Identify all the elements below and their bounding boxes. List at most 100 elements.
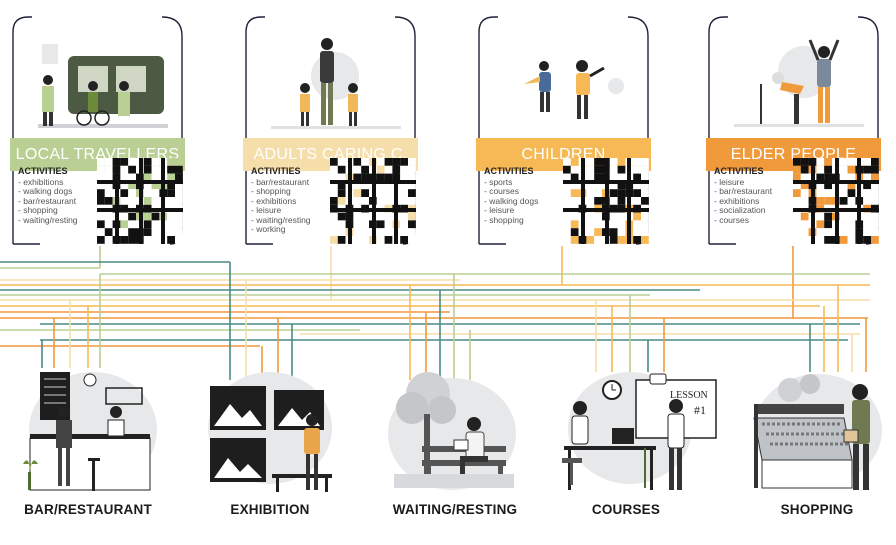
map-cell [376, 158, 385, 166]
map-cell [151, 173, 160, 182]
map-cell [793, 158, 801, 166]
child-leg [584, 95, 588, 119]
map-cell [361, 212, 369, 221]
map-cell [617, 181, 626, 190]
map-cell [175, 173, 183, 182]
map-cell [633, 236, 641, 244]
activity-item: bar/restaurant [18, 196, 78, 206]
map-cell [104, 165, 113, 174]
activities-list: bar/restaurant shopping exhibitions leis… [251, 177, 311, 234]
map-cell [793, 197, 801, 205]
map-cell [641, 220, 649, 229]
group-card-local-travellers: LOCAL TRAVELLERS ACTIVITIES exhibitions … [10, 14, 185, 246]
map-cell [408, 165, 416, 174]
map-cell [97, 212, 105, 221]
street-map-pattern [330, 158, 416, 244]
map-cell [633, 228, 641, 236]
map-cell [120, 236, 129, 244]
map-street [857, 158, 861, 244]
map-cell [376, 236, 385, 244]
activity-item: exhibitions [18, 177, 78, 187]
activity-item: courses [714, 215, 772, 225]
map-cell [863, 165, 871, 174]
map-cell [800, 197, 809, 205]
map-cell [617, 228, 626, 236]
child-leg [306, 112, 309, 126]
map-cell [376, 220, 385, 229]
map-cell [408, 220, 416, 229]
map-cell [330, 228, 338, 236]
map-cell [563, 181, 571, 190]
group-card-adults-caring: ADULTS CARING C. ACTIVITIES bar/restaura… [243, 14, 418, 246]
map-street [563, 208, 649, 212]
map-cell [800, 173, 809, 182]
map-cell [633, 181, 641, 190]
parent-leg [321, 83, 326, 125]
map-cell [175, 212, 183, 221]
map-cell [376, 212, 385, 221]
map-cell [384, 212, 393, 221]
map-cell [586, 228, 595, 236]
lesson-board-title: LESSON [670, 390, 708, 401]
elder-arm [828, 39, 840, 61]
parent-head [321, 38, 333, 50]
map-cell [337, 158, 346, 166]
map-cell [400, 189, 408, 197]
map-cell [594, 212, 602, 221]
map-cell [361, 165, 369, 174]
map-cell [104, 236, 113, 244]
map-cell [337, 220, 346, 229]
map-cell [847, 189, 856, 197]
child-body [300, 94, 310, 112]
map-cell [353, 197, 362, 205]
map-cell [816, 189, 825, 197]
map-cell [617, 197, 626, 205]
activity-item: sports [484, 177, 538, 187]
map-cell [384, 173, 393, 182]
map-cell [400, 197, 408, 205]
activity-item: leisure [251, 205, 311, 215]
child-body [576, 73, 590, 95]
walking-stick [760, 84, 762, 124]
map-cell [376, 197, 385, 205]
map-cell [337, 212, 346, 221]
destination-label-waiting-resting: WAITING/RESTING [392, 502, 518, 517]
map-cell [384, 236, 393, 244]
map-cell [609, 236, 618, 244]
destination-label-exhibition: EXHIBITION [230, 502, 310, 517]
map-cell [143, 220, 152, 229]
map-cell [128, 158, 136, 166]
map-cell [800, 228, 809, 236]
map-cell [175, 197, 183, 205]
map-cell [353, 173, 362, 182]
ball [608, 78, 624, 94]
map-cell [104, 158, 113, 166]
child-leg [540, 92, 544, 112]
activity-item: socialization [714, 205, 772, 215]
map-cell [594, 189, 602, 197]
map-cell [800, 212, 809, 221]
map-cell [376, 228, 385, 236]
child-leg [301, 112, 304, 126]
map-cell [816, 197, 825, 205]
map-cell [617, 212, 626, 221]
map-cell [847, 173, 856, 182]
map-cell [143, 181, 152, 190]
map-cell [816, 212, 825, 221]
map-cell [839, 173, 848, 182]
map-cell [793, 173, 801, 182]
map-cell [563, 197, 571, 205]
map-cell [143, 228, 152, 236]
parent-with-children-illustration [271, 38, 401, 129]
map-cell [641, 197, 649, 205]
map-cell [361, 220, 369, 229]
map-cell [586, 220, 595, 229]
map-cell [633, 220, 641, 229]
map-cell [120, 197, 129, 205]
map-cell [167, 212, 175, 221]
map-cell [586, 212, 595, 221]
map-cell [167, 173, 175, 182]
map-cell [824, 189, 832, 197]
map-cell [816, 165, 825, 174]
